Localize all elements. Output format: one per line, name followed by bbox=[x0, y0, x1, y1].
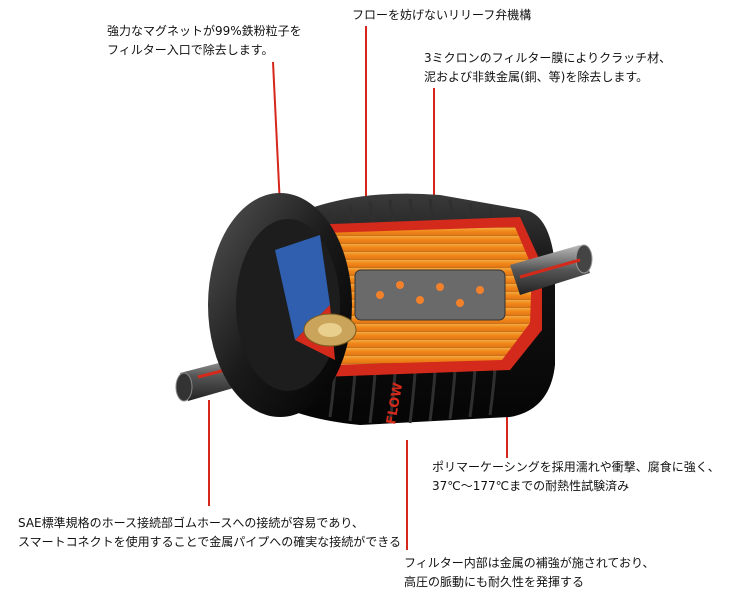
product-label: FLOW bbox=[384, 382, 406, 426]
magnet bbox=[275, 235, 330, 340]
callout-sae-fitting-line2: スマートコネクトを使用することで金属パイプへの確実な接続ができる bbox=[18, 535, 402, 549]
callout-coating: ポリマーケーシングを採用濡れや衝撃、腐食に強く、 37℃〜177℃までの耐熱性試… bbox=[432, 458, 720, 496]
callout-reinforcement: フィルター内部は金属の補強が施されており、 高圧の脈動にも耐久性を発揮する bbox=[404, 554, 655, 592]
callout-sae-fitting-line1: SAE標準規格のホース接続部ゴムホースへの接続が容易であり、 bbox=[18, 516, 364, 530]
inner-core bbox=[354, 269, 506, 321]
outlet-pipe bbox=[510, 244, 593, 295]
callout-magnet-line2: フィルター入口で除去します。 bbox=[107, 43, 274, 57]
end-cap-left bbox=[208, 193, 357, 417]
callout-relief-valve-line1: フローを妨げないリリーフ弁機構 bbox=[352, 8, 532, 22]
callout-coating-line1: ポリマーケーシングを採用濡れや衝撃、腐食に強く、 bbox=[432, 460, 720, 474]
filter-cutaway-illustration: FLOW bbox=[175, 193, 593, 426]
callout-coating-line2: 37℃〜177℃までの耐熱性試験済み bbox=[432, 479, 630, 493]
callout-membrane: 3ミクロンのフィルター膜によりクラッチ材、 泥および非鉄金属(銅、等)を除去しま… bbox=[424, 49, 671, 87]
callout-magnet-line1: 強力なマグネットが99%鉄粉粒子を bbox=[107, 24, 302, 38]
callout-magnet: 強力なマグネットが99%鉄粉粒子を フィルター入口で除去します。 bbox=[107, 22, 302, 60]
callout-relief-valve: フローを妨げないリリーフ弁機構 bbox=[352, 6, 531, 25]
callout-membrane-line2: 泥および非鉄金属(銅、等)を除去します。 bbox=[424, 70, 649, 84]
callout-reinforcement-line1: フィルター内部は金属の補強が施されており、 bbox=[404, 556, 655, 570]
callout-reinforcement-line2: 高圧の脈動にも耐久性を発揮する bbox=[404, 575, 585, 589]
callout-sae-fitting: SAE標準規格のホース接続部ゴムホースへの接続が容易であり、 スマートコネクトを… bbox=[18, 514, 401, 552]
callout-membrane-line1: 3ミクロンのフィルター膜によりクラッチ材、 bbox=[424, 51, 672, 65]
